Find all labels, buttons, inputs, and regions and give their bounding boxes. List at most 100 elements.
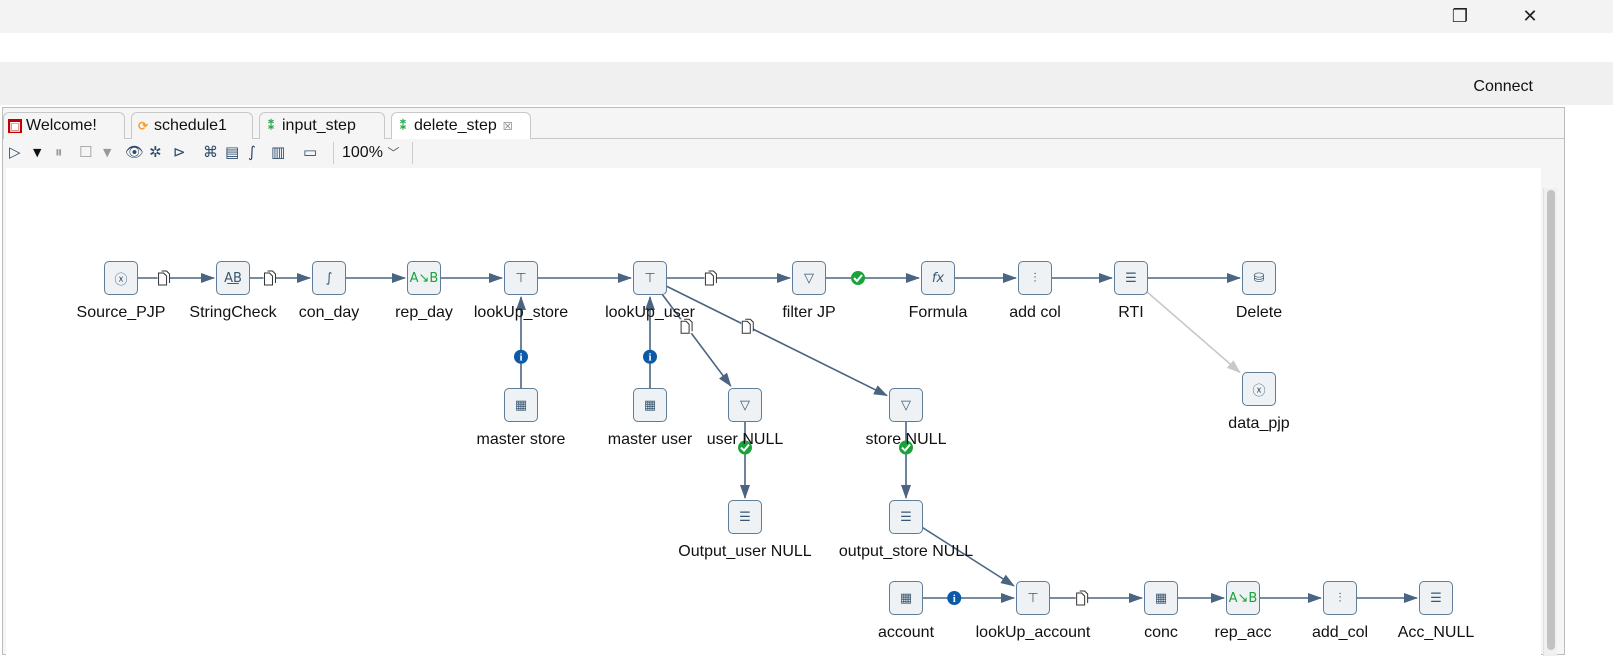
step-label: lookUp_user xyxy=(605,304,695,321)
stop-icon[interactable]: ☐ xyxy=(79,143,93,161)
pause-icon[interactable]: ⏸ xyxy=(55,143,63,161)
step-filter_jp[interactable]: ▽ xyxy=(792,261,826,295)
zoom-value: 100% xyxy=(342,144,383,161)
step-con_day[interactable]: ∫ xyxy=(312,261,346,295)
run-icon[interactable]: ▷ xyxy=(9,143,21,161)
info-icon: i xyxy=(514,349,528,364)
step-delete[interactable]: ⛁ xyxy=(1242,261,1276,295)
table-input-icon: ▦ xyxy=(514,397,528,413)
tab-bar: ▣Welcome!⟳schedule1⁑input_step⁑delete_st… xyxy=(3,108,1564,139)
hop-output_store_null-to-lookup_account[interactable] xyxy=(905,516,1015,587)
step-acc_null[interactable]: ☰ xyxy=(1419,581,1453,615)
step-label: add col xyxy=(1009,304,1061,321)
tab-schedule1[interactable]: ⟳schedule1 xyxy=(131,112,253,139)
tab-delete-step[interactable]: ⁑delete_step☒ xyxy=(391,112,531,139)
svg-text:i: i xyxy=(519,352,522,364)
script-icon: ∫ xyxy=(325,270,333,286)
step-label: Output_user NULL xyxy=(678,543,812,560)
close-tab-icon[interactable]: ☒ xyxy=(502,121,513,133)
explore-db-icon[interactable]: ▥ xyxy=(271,143,286,161)
hop-lookup_user-to-store_null[interactable] xyxy=(649,277,888,397)
hops-layer: i i i xyxy=(121,270,1418,606)
step-output_user_null[interactable]: ☰ xyxy=(728,500,762,534)
vertical-scrollbar[interactable] xyxy=(1543,188,1557,656)
transformation-icon: ⁑ xyxy=(268,119,274,133)
stream-lookup-icon: ⊤ xyxy=(1027,590,1039,606)
step-data_pjp[interactable]: ⓧ xyxy=(1242,372,1276,406)
tab-welcome-[interactable]: ▣Welcome! xyxy=(3,112,125,139)
sql-icon[interactable]: ∫ xyxy=(248,143,256,161)
transformation-toolbar: ▷ ▼ ⏸ ☐ ▼ 👁 ✲ ⊳ ⌘ ▤ ∫ ▥ ▭ 100% ﹀ xyxy=(3,141,1564,165)
step-user_null[interactable]: ▽ xyxy=(728,388,762,422)
step-label: filter JP xyxy=(782,304,836,321)
step-label: output_store NULL xyxy=(838,543,974,560)
step-account[interactable]: ▦ xyxy=(889,581,923,615)
step-add_col[interactable]: ⫶ xyxy=(1323,581,1357,615)
stop-options-icon[interactable]: ▼ xyxy=(103,146,112,159)
step-lookup_user[interactable]: ⊤ xyxy=(633,261,667,295)
add-constants-icon: ⫶ xyxy=(1033,270,1037,286)
filter-rows-icon: ▽ xyxy=(804,270,814,286)
scrollbar-thumb[interactable] xyxy=(1547,190,1555,650)
step-store_null[interactable]: ▽ xyxy=(889,388,923,422)
run-options-icon[interactable]: ▼ xyxy=(33,146,42,159)
step-label: add_col xyxy=(1311,624,1369,641)
preview-icon[interactable]: 👁 xyxy=(125,143,145,161)
check-icon xyxy=(738,440,752,455)
job-icon: ⟳ xyxy=(137,119,149,133)
step-conc[interactable]: ▦ xyxy=(1144,581,1178,615)
step-master_user[interactable]: ▦ xyxy=(633,388,667,422)
chevron-down-icon: ﹀ xyxy=(387,146,400,160)
step-label: Source_PJP xyxy=(76,304,166,321)
step-label: RTI xyxy=(1118,304,1144,321)
show-results-icon[interactable]: ▭ xyxy=(303,143,318,161)
stream-lookup-icon: ⊤ xyxy=(644,270,656,286)
svg-text:i: i xyxy=(953,593,956,605)
formula-icon: fx xyxy=(931,270,945,286)
filter-rows-icon: ▽ xyxy=(901,397,911,413)
stream-lookup-icon: ⊤ xyxy=(515,270,527,286)
step-label: lookUp_store xyxy=(473,304,569,321)
check-icon xyxy=(851,271,866,285)
restore-icon[interactable]: ❐ xyxy=(1451,6,1469,27)
excel-input-icon: ⓧ xyxy=(114,272,128,288)
table-output-icon: ☰ xyxy=(1430,590,1442,606)
delete-icon: ⛁ xyxy=(1253,270,1265,286)
step-rti[interactable]: ☰ xyxy=(1114,261,1148,295)
step-stringcheck[interactable]: A͟B xyxy=(216,261,250,295)
title-bar: ❐ ✕ xyxy=(0,0,1613,33)
step-label: lookUp_account xyxy=(975,624,1091,641)
step-formula[interactable]: fx xyxy=(921,261,955,295)
hop-rti-to-data_pjp[interactable] xyxy=(1130,277,1241,374)
verify-icon[interactable]: ⌘ xyxy=(203,143,218,161)
step-source_pjp[interactable]: ⓧ xyxy=(104,261,138,295)
step-master_store[interactable]: ▦ xyxy=(504,388,538,422)
step-label: master store xyxy=(476,431,566,448)
add-constants-icon: ⫶ xyxy=(1338,590,1342,606)
impact-icon[interactable]: ▤ xyxy=(225,143,240,161)
copy-rows-icon xyxy=(741,318,754,334)
step-output_store_null[interactable]: ☰ xyxy=(889,500,923,534)
step-rep_acc[interactable]: A↘B xyxy=(1226,581,1260,615)
copy-rows-icon xyxy=(1075,590,1089,606)
step-lookup_account[interactable]: ⊤ xyxy=(1016,581,1050,615)
copy-rows-icon xyxy=(263,270,276,286)
step-label: conc xyxy=(1144,624,1178,641)
check-icon xyxy=(899,440,913,455)
connect-button[interactable]: Connect xyxy=(1473,78,1533,95)
step-label: account xyxy=(877,624,935,641)
filter-rows-icon: ▽ xyxy=(740,397,750,413)
step-label: Acc_NULL xyxy=(1397,624,1475,641)
zoom-select[interactable]: 100% ﹀ xyxy=(333,142,413,164)
debug-icon[interactable]: ✲ xyxy=(149,143,162,161)
replay-icon[interactable]: ⊳ xyxy=(173,143,186,161)
step-label: user NULL xyxy=(706,431,784,448)
close-icon[interactable]: ✕ xyxy=(1522,6,1538,27)
step-rep_day[interactable]: A↘B xyxy=(407,261,441,295)
replace-string-icon: A↘B xyxy=(1228,590,1258,606)
step-add_col_top[interactable]: ⫶ xyxy=(1018,261,1052,295)
tab-input-step[interactable]: ⁑input_step xyxy=(259,112,385,139)
step-lookup_store[interactable]: ⊤ xyxy=(504,261,538,295)
info-icon: i xyxy=(643,349,657,364)
